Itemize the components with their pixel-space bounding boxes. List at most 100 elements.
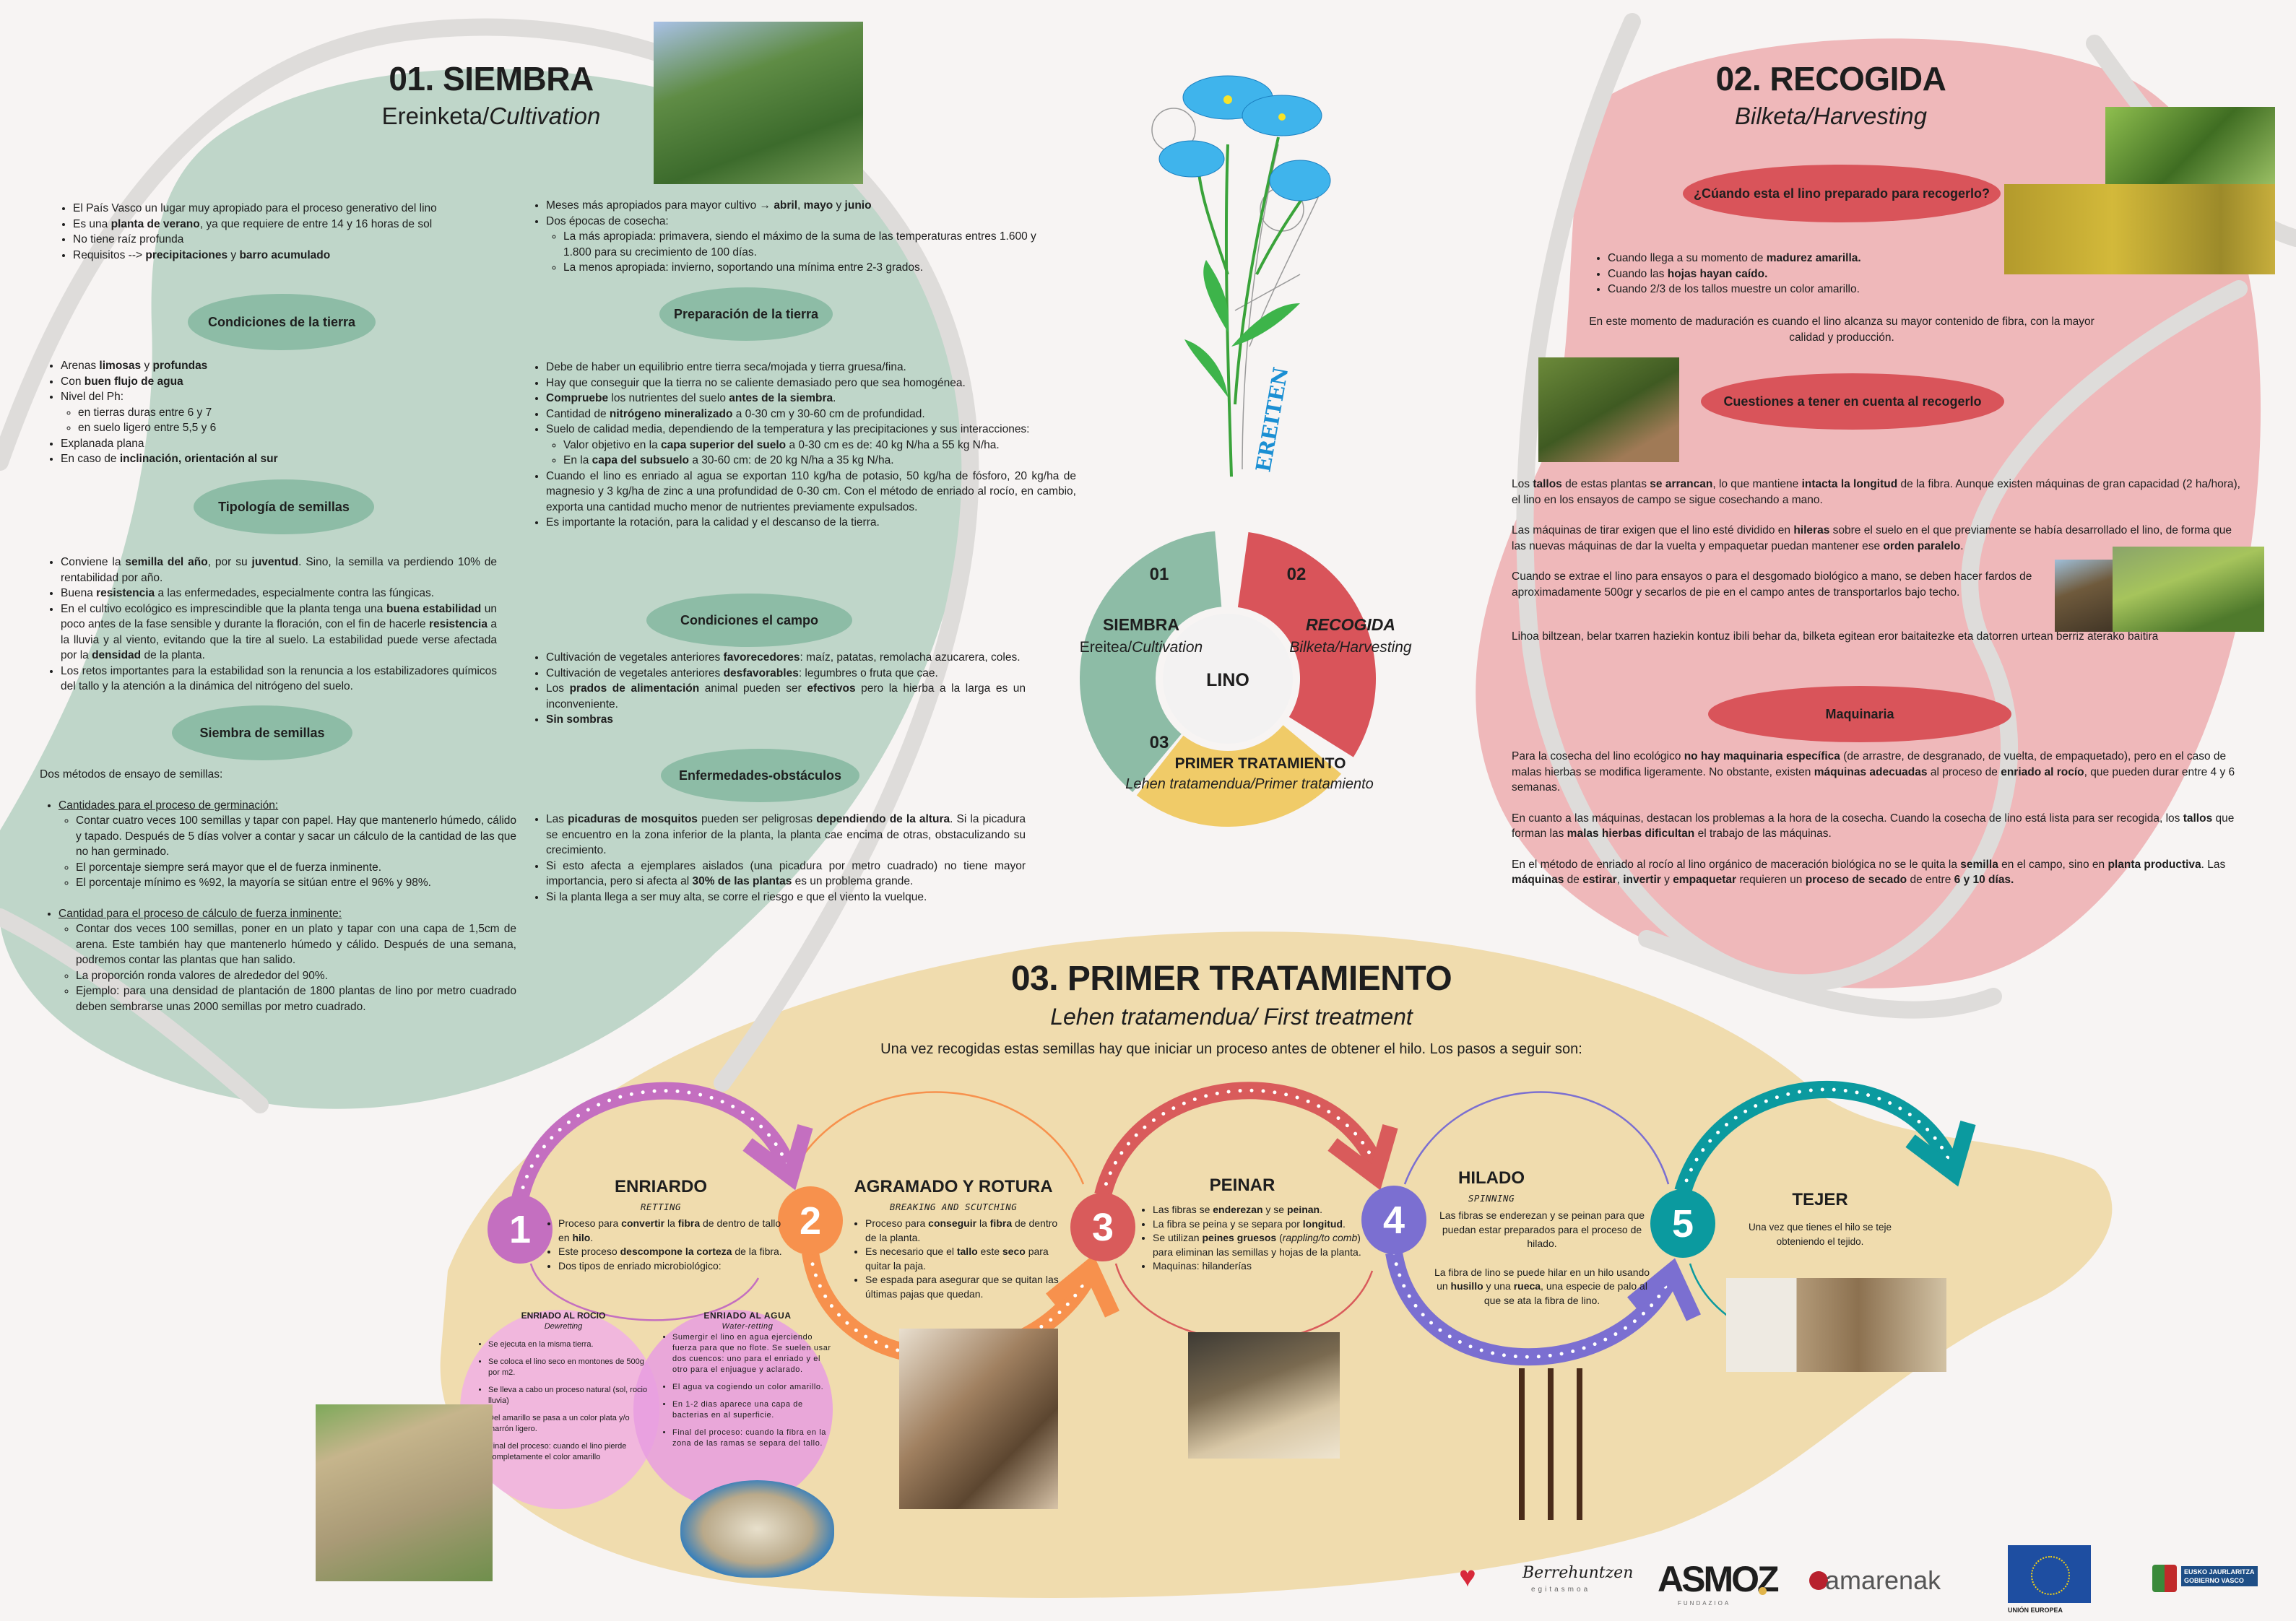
photo-scutching <box>899 1329 1058 1509</box>
list-item-text: En la capa del subsuelo a 30-60 cm: de 2… <box>563 454 894 466</box>
preparacion-list: Debe de haber un equilibrio entre tierra… <box>527 360 1076 531</box>
list-item-text: Requisitos --> precipitaciones y barro a… <box>73 248 331 261</box>
list-item-text: Proceso para convertir la fibra de dentr… <box>558 1217 781 1243</box>
condiciones-tierra-list: Arenas limosas y profundas Con buen fluj… <box>42 358 331 467</box>
bullet-list: Arenas limosas y profundas Con buen fluj… <box>42 358 331 467</box>
photo-hand-pulling-flax <box>1538 357 1679 462</box>
list-item-text: Buena resistencia a las enfermedades, es… <box>61 587 434 599</box>
paragraph: Cuando se extrae el lino para ensayos o … <box>1512 570 2032 599</box>
paragraph: La fibra de lino se puede hilar en un hi… <box>1434 1266 1650 1306</box>
list-item-text: Compruebe los nutrientes del suelo antes… <box>546 392 836 404</box>
step-number-1: 1 <box>488 1195 553 1264</box>
list-item-text: Con buen flujo de agua <box>61 375 183 388</box>
list-item-text: En 1-2 dias aparece una capa de bacteria… <box>672 1400 803 1420</box>
photo-yellow-flax-field <box>2004 184 2275 274</box>
venn-title-rocio: ENRIADO AL ROCIO <box>521 1311 606 1321</box>
photo-hackling-comb <box>1188 1332 1340 1459</box>
list-item: Se lleva a cabo un proceso natural (sol,… <box>488 1385 650 1407</box>
step-list-peinar: Las fibras se enderezan y se peinan. La … <box>1140 1203 1371 1274</box>
list-item-text: La más apropiada: primavera, siendo el m… <box>563 230 1036 258</box>
meses-list: Meses más apropiados para mayor cultivo … <box>527 198 1047 276</box>
photo-flax-sheaves-field <box>2113 547 2264 632</box>
list-item: Maquinas: hilanderías <box>1153 1259 1371 1274</box>
list-item: Valor objetivo en la capa superior del s… <box>563 438 1076 453</box>
heading-condiciones-tierra: Condiciones de la tierra <box>188 294 376 350</box>
maquinaria-paragraphs: Para la cosecha del lino ecológico no ha… <box>1512 749 2241 903</box>
sub-list: La más apropiada: primavera, siendo el m… <box>546 229 1047 276</box>
step-list-agramado: Proceso para conseguir la fibra de dentr… <box>852 1217 1069 1301</box>
list-item-text: Arenas limosas y profundas <box>61 360 208 372</box>
cycle-label-tratamiento: PRIMER TRATAMIENTO <box>1174 755 1346 772</box>
bullet-list: El País Vasco un lugar muy apropiado par… <box>54 201 516 263</box>
bullet-list: Las picaduras de mosquitos pueden ser pe… <box>527 812 1026 905</box>
amarenak-mark-icon <box>1809 1571 1828 1590</box>
berrehuntzen-tag: egitasmoa <box>1531 1586 1591 1594</box>
list-item-text: Cantidades para el proceso de germinació… <box>59 799 279 812</box>
flower-label-ereiten: EREITEN <box>1251 365 1293 474</box>
bullet-list: Proceso para convertir la fibra de dentr… <box>545 1217 791 1273</box>
list-item-text: Del amarillo se pasa a un color plata y/… <box>488 1414 630 1433</box>
list-item: La fibra se peina y se separa por longit… <box>1153 1217 1371 1232</box>
step-number-2: 2 <box>778 1186 843 1255</box>
step-text-tejer: Una vez que tienes el hilo se teje obten… <box>1748 1222 1892 1247</box>
heading-maquinaria: Maquinaria <box>1708 686 2011 742</box>
heading-enfermedades: Enfermedades-obstáculos <box>661 749 859 802</box>
sub-list: en tierras duras entre 6 y 7 en suelo li… <box>61 405 331 436</box>
list-item-text: Dos tipos de enriado microbiológico: <box>558 1259 722 1272</box>
list-item-text: Se utilizan peines gruesos (rappling/to … <box>1153 1232 1361 1258</box>
list-item-text: Es importante la rotación, para la calid… <box>546 516 880 529</box>
list-item: El porcentaje siempre será mayor que el … <box>76 860 516 876</box>
asmoz-tag: FUNDAZIOA <box>1678 1600 1731 1607</box>
list-item-text: Cuando llega a su momento de madurez ama… <box>1608 252 1861 264</box>
list-item: Explanada plana <box>61 436 331 452</box>
paragraph: En el método de enriado al rocío al lino… <box>1512 858 2226 887</box>
list-item: Se utilizan peines gruesos (rappling/to … <box>1153 1231 1371 1259</box>
list-item: Cantidades para el proceso de germinació… <box>59 798 516 891</box>
berrehuntzen-name: Berrehuntzen <box>1522 1564 1634 1582</box>
list-item: en suelo ligero entre 5,5 y 6 <box>78 420 331 436</box>
list-item: Meses más apropiados para mayor cultivo … <box>546 198 1047 214</box>
gv-line1: EUSKO JAURLARITZA <box>2184 1568 2255 1576</box>
list-item: Buena resistencia a las enfermedades, es… <box>61 586 497 601</box>
bullet-list: Debe de haber un equilibrio entre tierra… <box>527 360 1076 531</box>
list-item: El porcentaje mínimo es %92, la mayoría … <box>76 875 516 891</box>
list-item: Ejemplo: para una densidad de plantación… <box>76 983 516 1014</box>
list-item: Cuando 2/3 de los tallos muestre un colo… <box>1608 282 1993 297</box>
eu-flag-icon <box>2008 1545 2091 1603</box>
list-item-text: Cultivación de vegetales anteriores desf… <box>546 666 938 679</box>
photo-linen-textiles <box>1726 1278 1946 1372</box>
logo-asmoz: ASMOZ FUNDAZIOA <box>1658 1558 1780 1609</box>
venn-agua: ENRIADO AL AGUA Water-retting Sumergir e… <box>661 1311 834 1456</box>
list-item-text: Contar cuatro veces 100 semillas y tapar… <box>76 814 517 858</box>
list-item: Proceso para conseguir la fibra de dentr… <box>865 1217 1069 1245</box>
list-item: En la capa del subsuelo a 30-60 cm: de 2… <box>563 453 1076 469</box>
list-item: Cultivación de vegetales anteriores desf… <box>546 666 1026 682</box>
tratamiento-subtitle: Lehen tratamendua/ First treatment <box>1050 1004 1413 1030</box>
step-title-tejer: TEJER <box>1792 1190 1848 1209</box>
list-item: Nivel del Ph: en tierras duras entre 6 y… <box>61 389 331 436</box>
cycle-label-recogida: RECOGIDA <box>1306 615 1395 634</box>
list-item: La menos apropiada: invierno, soportando… <box>563 260 1047 276</box>
venn-sub-agua: Water-retting <box>722 1322 774 1331</box>
heading-tipologia-semillas: Tipología de semillas <box>194 479 374 534</box>
bullet-list: Sumergir el lino en agua ejerciendo fuer… <box>661 1332 834 1449</box>
step-title-enriardo: ENRIARDO <box>614 1177 707 1196</box>
bullet-list: Cuando llega a su momento de madurez ama… <box>1589 251 1993 297</box>
list-item-text: Hay que conseguir que la tierra no se ca… <box>546 376 966 389</box>
step-number-4: 4 <box>1361 1186 1426 1254</box>
list-item: Cantidad de nitrógeno mineralizado a 0-3… <box>546 407 1076 422</box>
list-item: Suelo de calidad media, dependiendo de l… <box>546 422 1076 469</box>
list-item-text: Ejemplo: para una densidad de plantación… <box>76 985 516 1013</box>
cuando-list: Cuando llega a su momento de madurez ama… <box>1589 251 1993 297</box>
list-item-text: Se ejecuta en la misma tierra. <box>488 1340 594 1349</box>
step-text-hilado: Las fibras se enderezan y se peinan para… <box>1430 1209 1654 1308</box>
list-item: Cuando las hojas hayan caído. <box>1608 266 1993 282</box>
list-item: Sumergir el lino en agua ejerciendo fuer… <box>672 1332 834 1376</box>
list-item-text: Se espada para asegurar que se quitan la… <box>865 1274 1059 1300</box>
cycle-center-label: LINO <box>1206 670 1249 690</box>
photo-water-retting-bowl <box>680 1480 834 1578</box>
list-item-text: En caso de inclinación, orientación al s… <box>61 453 278 465</box>
list-item-text: Nivel del Ph: <box>61 391 124 403</box>
list-item: Cuando llega a su momento de madurez ama… <box>1608 251 1993 266</box>
